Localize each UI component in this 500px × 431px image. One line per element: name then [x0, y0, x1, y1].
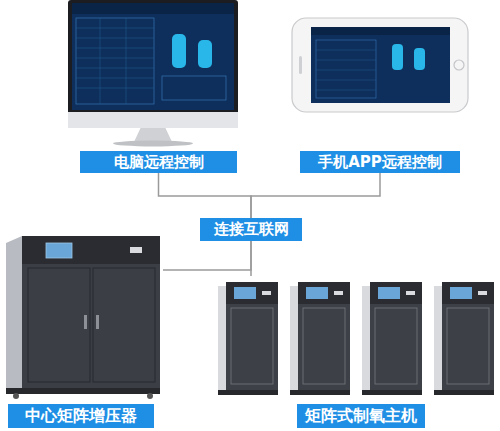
monitor-screen [72, 3, 234, 110]
label-box: 电脑远程控制 [80, 151, 237, 173]
machine-logo [406, 291, 415, 295]
oxygen-machine [362, 282, 422, 395]
machine-panel [447, 308, 489, 384]
machine-side [434, 286, 442, 390]
machine-side [290, 286, 298, 390]
screen-panel [162, 76, 226, 100]
connector-line [159, 173, 252, 218]
machine-screen [306, 287, 328, 299]
machine-base [290, 390, 350, 395]
oxygen-machines [218, 282, 494, 395]
equipment-label: 矩阵式制氧主机 [297, 404, 425, 428]
machine-front [370, 282, 422, 390]
equipment-label: 中心矩阵增压器 [8, 404, 154, 428]
monitor [68, 0, 238, 147]
machine-front [22, 236, 160, 388]
machine-logo [334, 291, 343, 295]
monitor-stand [134, 127, 172, 142]
label-text: 连接互联网 [214, 220, 289, 239]
machine-base [362, 390, 422, 395]
machine-side [362, 286, 370, 390]
phone-body [292, 18, 468, 112]
machine-logo [262, 291, 271, 295]
machine-screen [450, 287, 472, 299]
label-text: 手机APP远程控制 [318, 153, 442, 172]
machine-screen [46, 243, 72, 258]
machine-top [442, 282, 494, 304]
machine-top [22, 236, 160, 264]
oxygen-machine [218, 282, 278, 395]
machine-foot [13, 393, 19, 399]
screen-grid [76, 18, 154, 104]
machine-logo [130, 247, 142, 253]
oxygen-machine [290, 282, 350, 395]
machine-screen [234, 287, 256, 299]
door-handle [96, 315, 99, 329]
phone-screen [311, 27, 450, 103]
screen-table [76, 18, 154, 104]
machine-foot [147, 393, 153, 399]
machine-door [28, 268, 90, 382]
machine-panel [303, 308, 345, 384]
machine-base [434, 390, 494, 395]
oxygen-machine [434, 282, 494, 395]
phone-header [311, 27, 450, 35]
machine-top [370, 282, 422, 304]
machine-logo [478, 291, 487, 295]
label-box: 手机APP远程控制 [300, 151, 460, 173]
connector-line [250, 241, 252, 276]
machine-panel [231, 308, 273, 384]
machine-front [442, 282, 494, 390]
machine-front [226, 282, 278, 390]
connector-line [251, 173, 380, 218]
monitor-base [113, 141, 193, 147]
machine-panel [375, 308, 417, 384]
phone-grid [316, 50, 376, 90]
machine-base [218, 390, 278, 395]
door-handle [84, 315, 87, 329]
screen-tank [198, 40, 212, 68]
machine-door [93, 268, 155, 382]
phone-button [454, 60, 464, 70]
booster-machine [6, 236, 160, 399]
equipment-group: 中心矩阵增压器 [4, 232, 163, 428]
machine-side [6, 236, 22, 393]
phone-tank [414, 48, 425, 70]
monitor-chin [68, 112, 238, 128]
machine-top [226, 282, 278, 304]
phone-tank [392, 44, 403, 70]
connector-line [163, 241, 251, 270]
phone [292, 18, 468, 112]
phone-table [316, 40, 376, 98]
machine-side [218, 286, 226, 390]
equipment-group: 矩阵式制氧主机 [216, 276, 497, 428]
screen-header [72, 3, 234, 14]
label-text: 电脑远程控制 [114, 153, 204, 172]
monitor-bezel [68, 0, 238, 128]
screen-tank [172, 34, 186, 68]
machine-top [298, 282, 350, 304]
machine-front [298, 282, 350, 390]
phone-speaker [299, 56, 302, 74]
label-box: 连接互联网 [200, 218, 302, 241]
machine-base [6, 388, 160, 394]
machine-screen [378, 287, 400, 299]
